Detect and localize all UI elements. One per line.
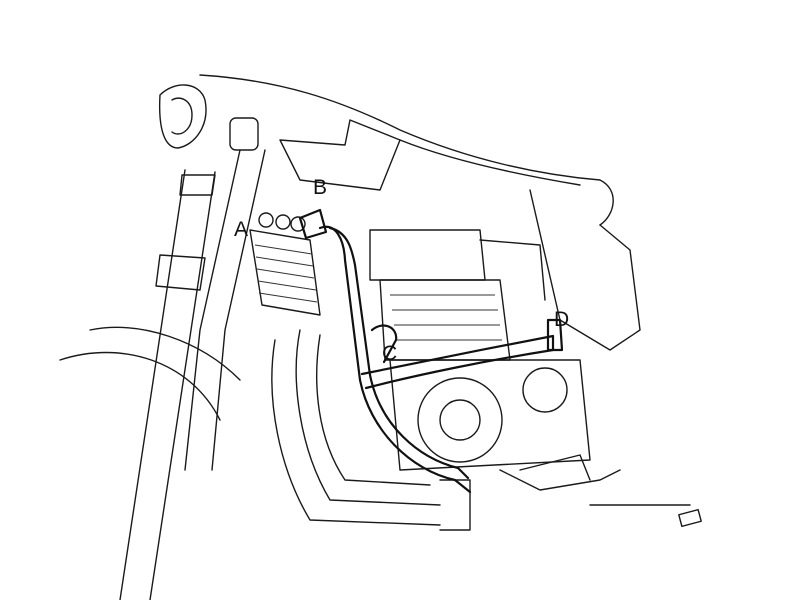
label-a: A bbox=[234, 218, 248, 241]
headlight bbox=[158, 84, 259, 151]
engine bbox=[369, 229, 702, 528]
oil-cooler bbox=[249, 212, 321, 316]
crash-bar bbox=[298, 208, 564, 494]
frame-tank bbox=[59, 74, 641, 421]
label-b: B bbox=[313, 176, 327, 199]
label-c: C bbox=[382, 342, 397, 365]
label-d: D bbox=[554, 308, 569, 331]
front-fork bbox=[119, 149, 266, 600]
